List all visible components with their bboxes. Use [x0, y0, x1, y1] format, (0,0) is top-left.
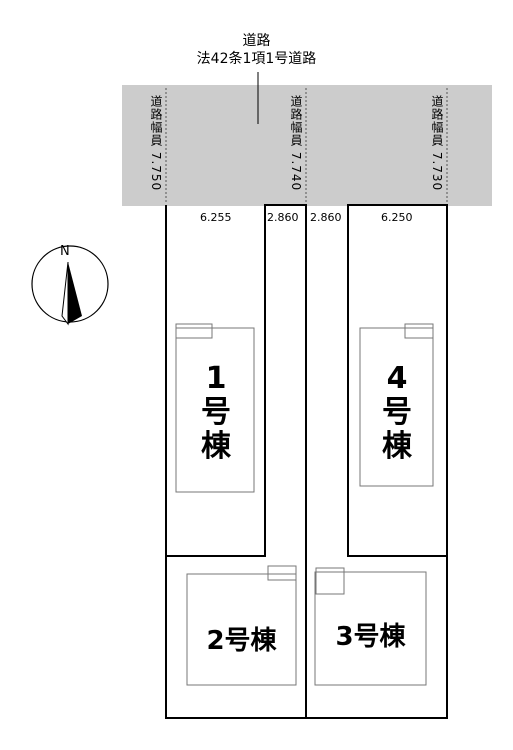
building-1-unit: 号 [201, 395, 231, 430]
building-4-label: 4 号 棟 [370, 362, 424, 464]
building-2-entrance [267, 565, 297, 581]
road-width-label-3: 道路幅員 7.730 [430, 95, 444, 192]
building-4-footprint [359, 327, 434, 487]
building-1-footprint [175, 327, 255, 493]
building-3-entrance [315, 567, 345, 595]
building-footprints [175, 323, 434, 686]
north-arrow-icon [68, 262, 82, 324]
building-4-suffix: 棟 [382, 429, 412, 464]
building-4-unit: 号 [382, 395, 412, 430]
building-3-label: 3号棟 [335, 622, 406, 652]
lot-right-outline [305, 204, 448, 719]
building-1-suffix: 棟 [201, 429, 231, 464]
building-3-footprint [314, 571, 427, 686]
road-width-label-1: 道路幅員 7.750 [149, 95, 163, 192]
compass [31, 245, 109, 326]
frontage-lot1: 6.255 [200, 211, 232, 224]
compass-north-label: N [60, 244, 70, 259]
lot-boundaries [165, 204, 448, 719]
road-width-label-2: 道路幅員 7.740 [289, 95, 303, 192]
building-2-footprint [186, 573, 297, 686]
road-title: 道路 [242, 33, 271, 49]
building-4-number: 4 [386, 361, 408, 396]
building-1-label: 1 号 棟 [189, 362, 243, 464]
road-band [122, 85, 492, 206]
frontage-lot4: 6.250 [381, 211, 413, 224]
north-arrow-outline-icon [61, 261, 69, 326]
building-4-entrance [404, 323, 434, 339]
road-subtitle: 法42条1項1号道路 [196, 51, 317, 67]
building-1-number: 1 [205, 361, 227, 396]
frontage-passage-left: 2.860 [267, 211, 299, 224]
building-1-entrance [175, 323, 213, 339]
frontage-passage-right: 2.860 [310, 211, 342, 224]
building-2-label: 2号棟 [206, 626, 277, 656]
